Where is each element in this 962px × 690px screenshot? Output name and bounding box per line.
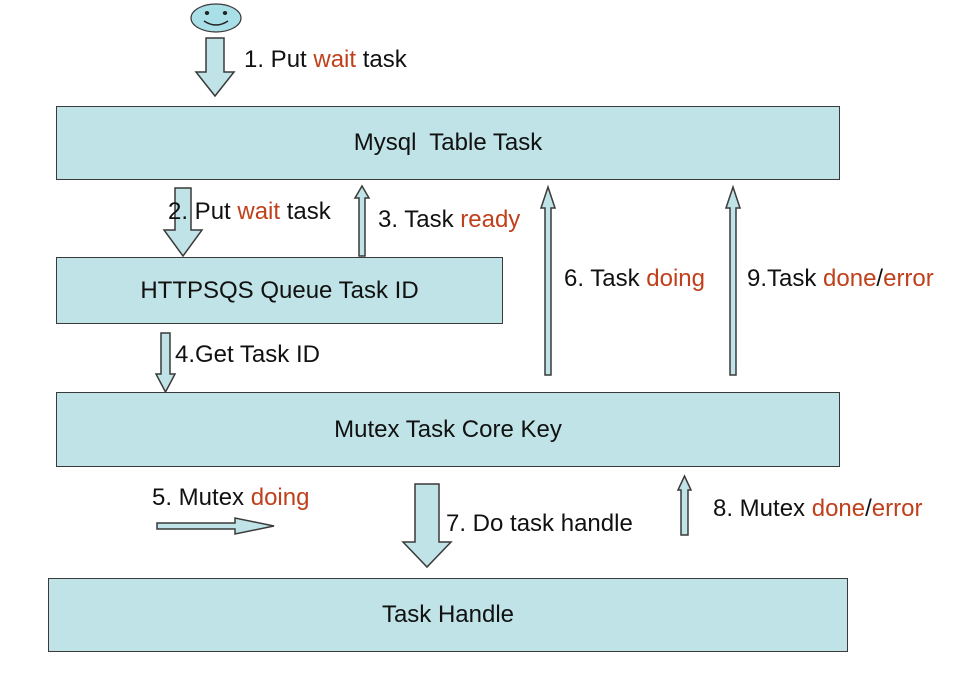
mutex-task-core-key-box: Mutex Task Core Key (56, 392, 840, 467)
arrow-put-wait-task-2 (162, 187, 204, 258)
smiley-face-icon (190, 3, 242, 33)
httpsqs-queue-task-id-box: HTTPSQS Queue Task ID (56, 257, 503, 324)
mysql-table-task-box: Mysql Table Task (56, 106, 840, 180)
mysql-table-task-label: Mysql Table Task (353, 129, 543, 156)
step-8-label: 8. Mutex done/error (713, 495, 923, 522)
step-2-label: 2. Put wait task (168, 198, 331, 225)
step-1-label: 1. Put wait task (244, 46, 407, 73)
arrow-task-ready (353, 184, 371, 257)
step-6-label: 6. Task doing (564, 265, 705, 292)
mutex-task-core-key-label: Mutex Task Core Key (334, 415, 562, 443)
arrow-put-wait-task-1 (194, 37, 236, 98)
arrow-task-doing (539, 184, 557, 376)
arrow-do-task-handle (401, 483, 453, 569)
step-5-label: 5. Mutex doing (152, 484, 310, 511)
step-7-label: 7. Do task handle (446, 510, 633, 537)
arrow-mutex-doing (156, 517, 275, 535)
arrow-task-done-error (724, 184, 742, 376)
httpsqs-queue-task-id-label: HTTPSQS Queue Task ID (140, 276, 419, 304)
step-3-label: 3. Task ready (378, 206, 521, 233)
task-handle-label: Task Handle (381, 601, 515, 628)
arrow-get-task-id (154, 332, 177, 394)
arrow-mutex-done-error (676, 474, 693, 536)
step-9-label: 9.Task done/error (747, 265, 934, 292)
task-handle-box: Task Handle (48, 578, 848, 652)
step-4-label: 4.Get Task ID (175, 341, 320, 368)
